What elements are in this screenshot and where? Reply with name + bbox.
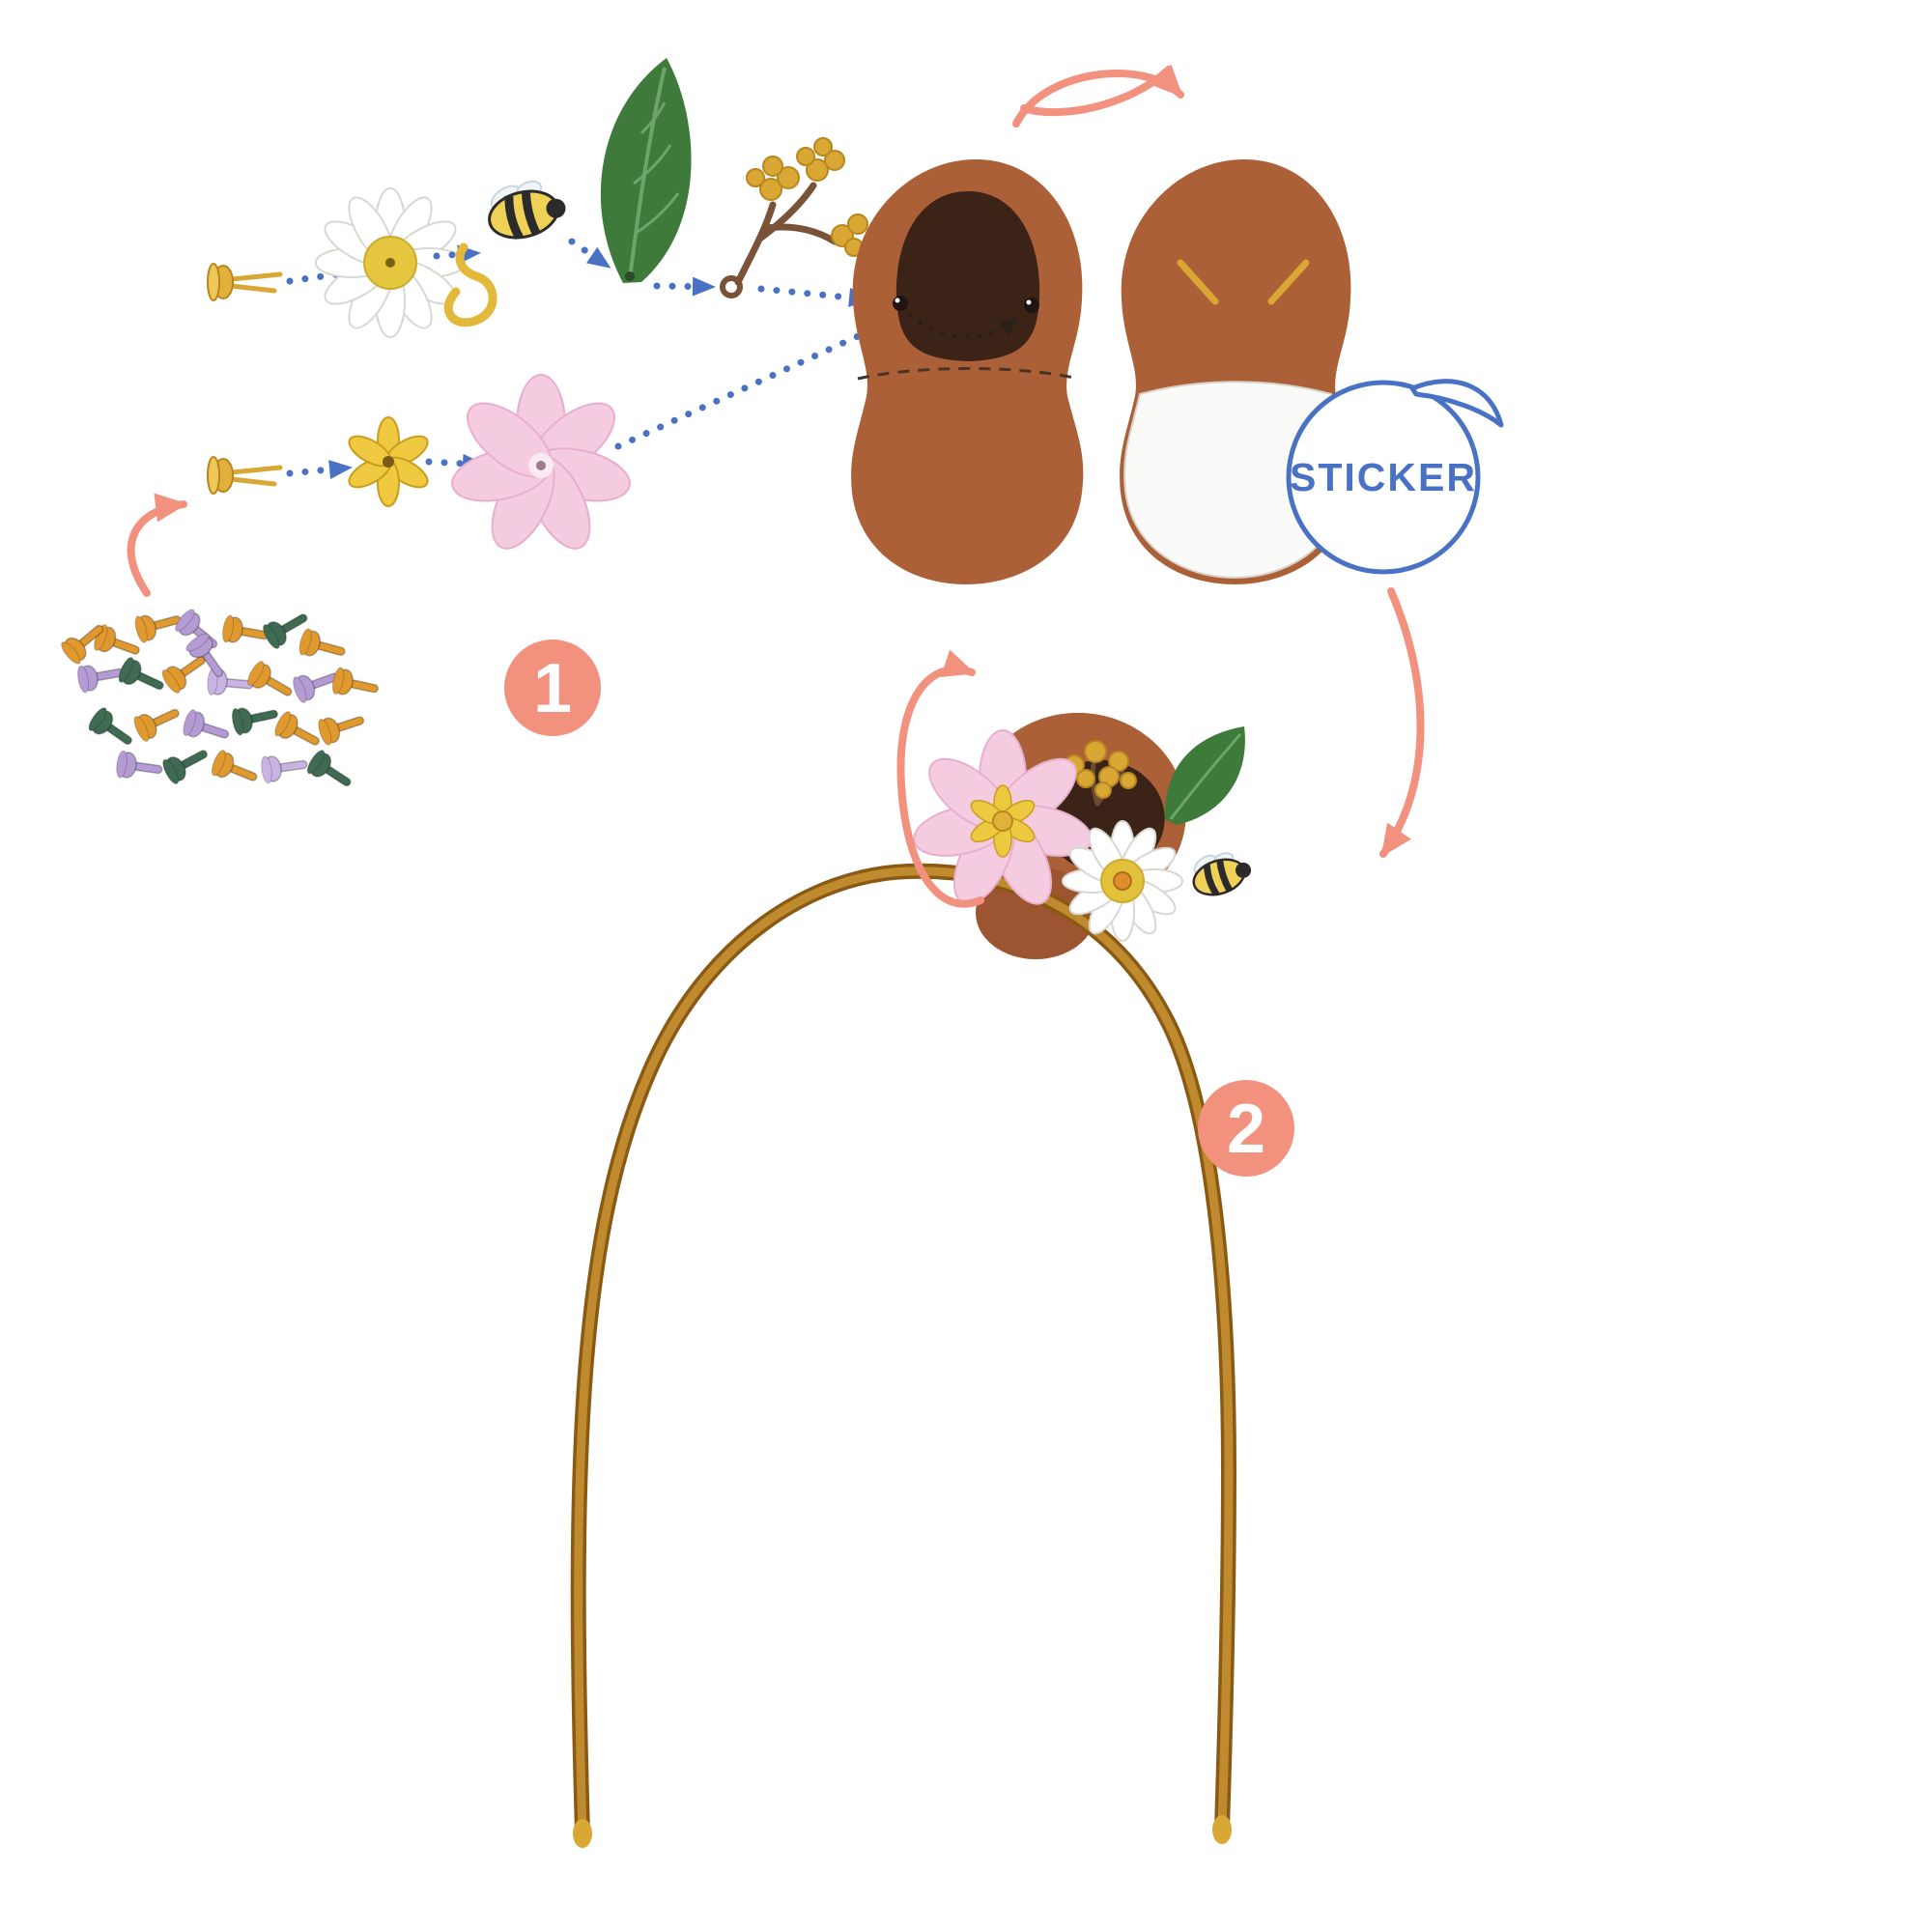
brad-hole-left <box>893 296 908 311</box>
sticker-label: STICKER <box>1290 455 1477 499</box>
dotted-connector <box>653 276 717 297</box>
blossom-branch-icon <box>1064 740 1137 807</box>
headband-tip-left <box>573 1819 592 1848</box>
flip-arrow-icon <box>1012 64 1184 128</box>
leaf-icon <box>600 58 692 283</box>
assembled-ear <box>896 649 1252 942</box>
headband-tip-right <box>1212 1815 1232 1844</box>
leaf-icon <box>1164 726 1245 825</box>
bee-icon <box>1192 852 1252 896</box>
brad-pin-icon <box>207 456 283 495</box>
step-1-number: 1 <box>533 650 572 727</box>
wrap-arrow-icon <box>896 649 984 908</box>
yellow-flower-icon <box>348 416 429 507</box>
ear-front-piece <box>851 159 1084 584</box>
hole-connector-arrow <box>907 312 1019 340</box>
dotted-connector <box>568 238 612 270</box>
brad-hole-right <box>1024 298 1039 313</box>
pink-flower-icon <box>913 729 1093 905</box>
brad-head <box>992 810 1013 832</box>
step-1-badge: 1 <box>504 639 601 736</box>
sticker-peel-corner <box>1409 379 1504 428</box>
headband <box>570 863 1237 1848</box>
dotted-connector <box>757 285 873 307</box>
brad-head <box>1113 871 1132 891</box>
dotted-connector <box>286 460 354 479</box>
sticker-badge: STICKER <box>1286 379 1504 575</box>
apply-sticker-arrow-icon <box>1379 587 1425 858</box>
step-1-circle <box>504 639 601 736</box>
step-2-badge: 2 <box>1198 1080 1294 1177</box>
dotted-connector <box>614 323 883 450</box>
brad-prong-left <box>1177 259 1219 305</box>
step-2-circle <box>1198 1080 1294 1177</box>
brads-pile <box>57 604 382 797</box>
blossom-branch-icon <box>720 137 868 298</box>
sticker-circle <box>1286 380 1481 575</box>
brad-prong-right <box>1267 259 1310 305</box>
pink-flower-icon <box>451 374 631 550</box>
hole-highlight <box>1026 299 1032 305</box>
sticker-backing <box>1123 381 1348 580</box>
brad-pin-icon <box>207 263 283 301</box>
bee-icon <box>443 180 566 327</box>
assembly-row-2 <box>207 323 883 550</box>
headband-arc-inner <box>574 867 1234 1838</box>
step-2-number: 2 <box>1227 1091 1265 1168</box>
fold-line <box>857 367 1079 381</box>
pick-brad-arrow-icon <box>127 493 187 597</box>
assembly-row-1 <box>207 58 873 338</box>
daisy-flower-icon <box>315 187 466 338</box>
hole-highlight <box>895 298 900 303</box>
daisy-flower-icon <box>1062 820 1183 942</box>
dotted-connector <box>286 265 359 285</box>
